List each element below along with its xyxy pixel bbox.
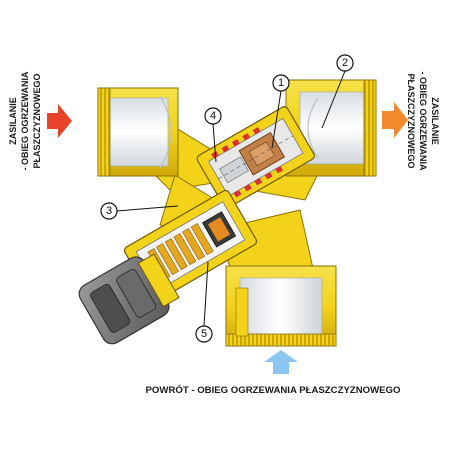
outlet-label-line3: PŁASZCZYZNOWEGO	[406, 74, 416, 169]
callout-1-label: 1	[278, 77, 284, 89]
arrow-up-icon	[264, 350, 298, 374]
arrow-right-icon	[382, 102, 408, 138]
outlet-label: ZASILANIE - OBIEG OGRZEWANIA PŁASZCZYZNO…	[406, 72, 440, 172]
inlet-label-line1: ZASILANIE	[8, 97, 18, 145]
return-pipe-bottom	[225, 265, 337, 347]
outlet-label-line2: - OBIEG OGRZEWANIA	[418, 72, 428, 172]
callout-3: 3	[100, 202, 179, 220]
callout-5: 5	[195, 261, 213, 343]
callout-2-label: 2	[342, 57, 348, 69]
callout-3-label: 3	[106, 205, 112, 217]
inlet-pipe-left	[97, 87, 179, 177]
callout-4: 4	[204, 107, 222, 163]
outlet-pipe-right	[285, 79, 377, 177]
inlet-label-line2: - OBIEG OGRZEWANIA	[20, 71, 30, 171]
return-label: POWRÓT - OBIEG OGRZEWANIA PŁASZCZYZNOWEG…	[146, 384, 401, 396]
callout-5-label: 5	[201, 328, 207, 340]
callout-2: 2	[321, 54, 354, 129]
inlet-label-line3: PŁASZCZYZNOWEGO	[32, 74, 42, 169]
inlet-label: ZASILANIE - OBIEG OGRZEWANIA PŁASZCZYZNO…	[8, 71, 42, 171]
thermostatic-cartridge	[196, 106, 315, 209]
callout-1: 1	[271, 74, 290, 149]
callout-4-label: 4	[210, 110, 216, 122]
arrow-right-icon	[47, 104, 72, 138]
outlet-label-line1: ZASILANIE	[430, 97, 440, 145]
adjustment-knob	[78, 253, 180, 345]
seal-rings	[211, 127, 283, 198]
